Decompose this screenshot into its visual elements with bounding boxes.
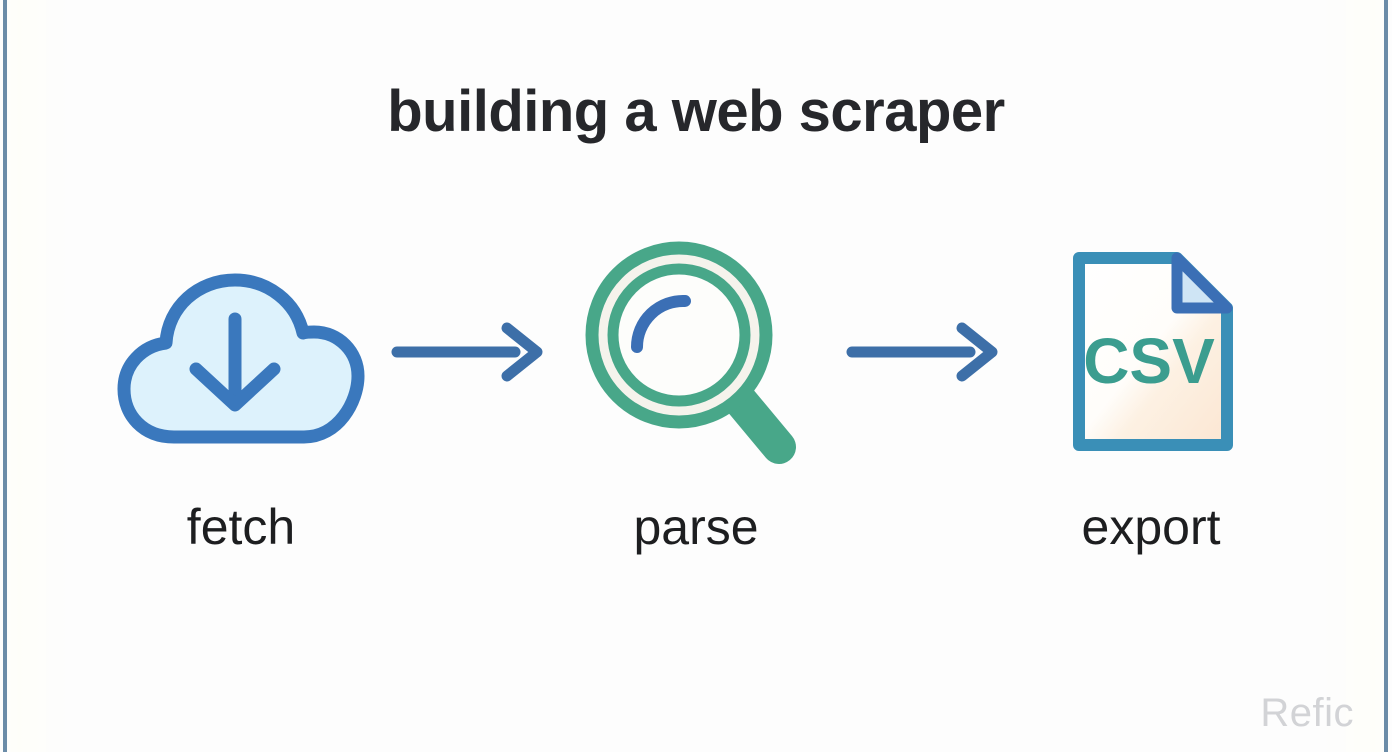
csv-file-icon: CSV (1072, 251, 1233, 451)
flow-step-parse: parse (551, 232, 841, 552)
page-title: building a web scraper (387, 79, 1005, 144)
cloud-download-icon-wrap (116, 232, 366, 472)
flow-step-label-parse: parse (633, 499, 759, 555)
flow-step-label-export: export (1081, 499, 1221, 555)
magnifier-icon (585, 241, 796, 464)
csv-label: CSV (1083, 325, 1215, 397)
process-flow: fetch pars (0, 232, 1392, 552)
csv-file-icon-wrap: CSV (1059, 232, 1244, 472)
watermark: Refic (1260, 691, 1354, 735)
magnifier-icon-wrap (579, 232, 814, 472)
flow-connector-2 (841, 232, 1006, 472)
flow-step-fetch: fetch (96, 232, 386, 552)
flow-step-export: CSV export (1006, 232, 1296, 552)
arrow-right-icon (846, 322, 997, 382)
left-edge-stripe (3, 0, 7, 752)
cloud-download-icon (117, 273, 365, 443)
arrow-right-icon (391, 322, 542, 382)
flow-step-label-fetch: fetch (186, 499, 296, 555)
right-edge-stripe (1384, 0, 1388, 752)
flow-connector-1 (386, 232, 551, 472)
